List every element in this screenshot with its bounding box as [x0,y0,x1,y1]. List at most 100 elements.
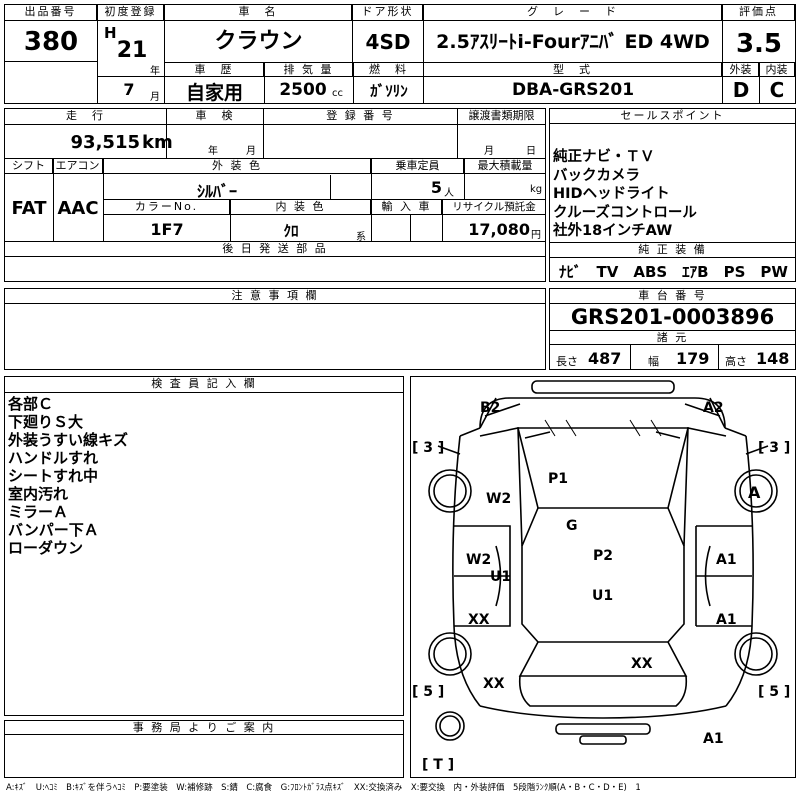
load-label: 最大積載量 [465,159,545,174]
mark-g: G [566,518,578,534]
inspector-note: ハンドルすれ [8,449,99,467]
caution-label: 注 意 事 項 欄 [5,289,545,304]
office-label: 事 務 局 よ り ご 案 内 [5,721,403,735]
bracket-left-3: [ 3 ] [412,440,445,456]
door-value: 4SD [365,30,411,54]
insp-month: 月 [246,146,256,157]
recycle-unit: 円 [531,230,541,241]
intcolor-value: ｸﾛ [283,222,299,240]
inspection-label: 車 検 [195,109,235,122]
inspector-note: 外装うすい線キズ [8,431,129,449]
colorno-value: 1F7 [150,220,184,239]
disp-unit: cc [332,88,343,99]
later-label: 後 日 発 送 部 品 [5,242,545,257]
inspector-section [4,376,404,716]
year-value: 21 [116,38,148,63]
car-diagram [410,376,796,778]
mark-xx-trunk: XX [631,656,653,672]
year-unit: 年 [150,66,160,77]
bracket-right-5: [ 5 ] [758,684,791,700]
sales-point: クルーズコントロール [553,204,697,221]
mark-w2-front: W2 [486,491,512,507]
hei-value: 148 [756,349,790,368]
ext-value: D [732,78,750,102]
caution-section [4,288,546,370]
lot-value: 380 [23,27,79,57]
mark-a1-door: A1 [716,552,737,568]
intcolor-unit: 系 [356,232,366,243]
bracket-left-5: [ 5 ] [412,684,445,700]
office-section [4,720,404,778]
disp-value: 2500 [279,80,327,100]
model-value: DBA-GRS201 [511,80,635,100]
equip-label: 純 正 装 備 [550,243,795,258]
shift-label: シフト [5,159,53,174]
mark-a1-rear-door: A1 [716,612,737,628]
name-value: クラウン [214,29,303,54]
len-label: 長さ [556,355,578,368]
sales-label: セールスポイント [550,109,795,124]
history-value: 自家用 [185,82,243,104]
inspector-note: シートすれ中 [8,467,99,485]
car-outline [428,380,778,745]
wid-value: 179 [676,349,710,368]
equip-value: ﾅﾋﾞ TV ABS ｴｱB PS PW [559,263,788,281]
color-label: 外 装 色 [104,159,371,174]
inspector-note: ローダウン [8,539,84,557]
mark-a-right: A [748,483,761,502]
grade-value: 2.5ｱｽﾘｰﾄi-Fourｱﾆﾊﾞ ED 4WD [436,31,710,53]
month-unit: 月 [150,92,160,103]
score-label: 評価点 [723,5,795,21]
chassis-section [549,288,796,370]
grade-label: グ レ ー ド [424,5,722,21]
ac-value: AAC [57,198,99,219]
sales-point: 社外18インチAW [553,223,673,239]
hei-label: 高さ [725,355,747,368]
name-label: 車 名 [165,5,352,21]
shift-value: FAT [11,198,47,219]
inspector-note: ミラーＡ [8,503,69,521]
mileage-label: 走 行 [66,109,105,122]
fuel-label: 燃 料 [354,63,424,77]
chassis-value: GRS201-0003896 [570,305,775,329]
mark-p1: P1 [548,471,569,487]
history-label: 車 歴 [165,63,264,77]
recycle-value: 17,080 [468,220,530,239]
tr-month: 月 [484,146,494,157]
mark-b2: B2 [480,400,501,416]
disp-label: 排 気 量 [265,63,353,77]
mark-u1-left: U1 [490,569,512,585]
int-value: C [769,78,785,102]
sales-point: 純正ナビ・ＴＶ [553,149,655,165]
import-label: 輸 入 車 [372,200,442,215]
inspector-label: 検 査 員 記 入 欄 [5,377,403,393]
int-label: 内装 [759,62,795,77]
spec-label: 諸 元 [550,331,795,345]
lot-label: 出品番号 [5,5,97,21]
sales-point: HIDヘッドライト [553,186,670,202]
capacity-value: 5 [430,178,442,197]
mark-xx-door: XX [468,612,490,628]
insp-year: 年 [208,146,218,157]
bracket-t: [ T ] [422,757,455,773]
colorno-label: カラーNo. [104,200,230,215]
len-value: 487 [588,349,622,368]
sales-section [549,108,796,282]
load-unit: kg [530,184,543,195]
score-value: 3.5 [735,29,783,59]
mark-w2-door: W2 [466,552,492,568]
regno-label: 登 録 番 号 [326,109,395,122]
inspector-note: 室内汚れ [8,485,69,503]
reg-label: 初度登録 [98,5,164,21]
transfer-label: 譲渡書類期限 [468,109,535,122]
ext-label: 外装 [723,62,759,77]
recycle-label: リサイクル預託金 [443,200,545,215]
wid-label: 幅 [648,355,659,368]
inspector-note: バンパー下Ａ [8,521,99,539]
legend: A:ｷｽﾞ U:ﾍｺﾐ B:ｷｽﾞを伴うﾍｺﾐ P:要塗装 W:補修跡 S:錆 … [6,783,641,793]
fuel-value: ｶﾞｿﾘﾝ [370,82,408,100]
mark-p2: P2 [593,548,614,564]
inspector-note: 各部Ｃ [8,395,54,413]
